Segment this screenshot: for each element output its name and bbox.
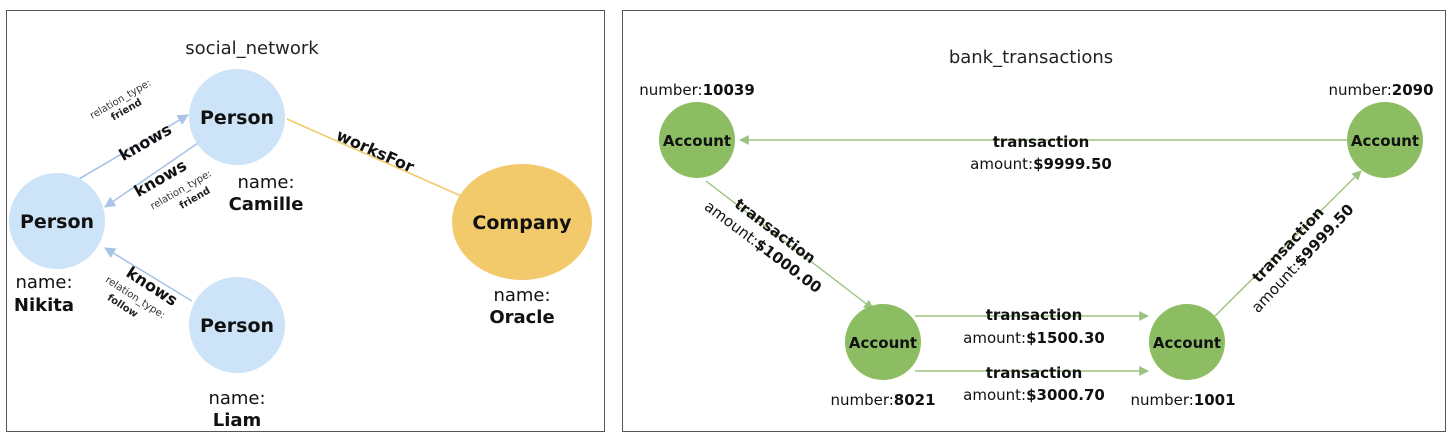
amount-value: $3000.70 bbox=[1026, 386, 1105, 404]
node-number: number:2090 bbox=[1328, 81, 1433, 99]
edge-camille-oracle bbox=[286, 118, 479, 205]
edge-label: worksFor bbox=[333, 125, 417, 176]
edge-label-group: transaction amount:$3000.70 bbox=[963, 364, 1105, 404]
edge-label-group: transaction amount:$9999.50 bbox=[970, 133, 1112, 173]
node-type-label: Account bbox=[1153, 334, 1221, 352]
node-prop-value: Camille bbox=[229, 194, 304, 215]
edge-label: transaction bbox=[993, 133, 1090, 151]
node-type-label: Account bbox=[849, 334, 917, 352]
amount-key: amount: bbox=[963, 386, 1026, 404]
diagram-title: bank_transactions bbox=[949, 47, 1113, 68]
edge-label-group: knows relation_type: friend bbox=[131, 156, 214, 213]
number-key: number: bbox=[639, 81, 702, 99]
social-network-panel: social_network relation_type: friend kno… bbox=[6, 10, 605, 432]
node-prop-value: Oracle bbox=[489, 307, 554, 328]
node-prop-key: name: bbox=[237, 172, 294, 193]
edge-label: knows bbox=[116, 120, 175, 165]
node-account-2090[interactable]: Account bbox=[1347, 102, 1423, 178]
node-type-label: Person bbox=[200, 315, 274, 337]
node-number: number:1001 bbox=[1130, 391, 1235, 409]
node-nikita[interactable]: Person bbox=[9, 173, 105, 269]
node-account-1001[interactable]: Account bbox=[1149, 304, 1225, 380]
number-key: number: bbox=[1130, 391, 1193, 409]
amount-key: amount: bbox=[963, 329, 1026, 347]
node-account-10039[interactable]: Account bbox=[659, 102, 735, 178]
amount-value: $9999.50 bbox=[1033, 155, 1112, 173]
amount-value: $1500.30 bbox=[1026, 329, 1105, 347]
node-type-label: Account bbox=[663, 132, 731, 150]
number-value: 10039 bbox=[703, 81, 755, 99]
edge-label-group: transaction amount:$1500.30 bbox=[963, 306, 1105, 347]
edge-1001-2090 bbox=[1214, 170, 1362, 317]
edge-camille-nikita bbox=[104, 140, 202, 208]
number-value: 2090 bbox=[1392, 81, 1434, 99]
node-account-8021[interactable]: Account bbox=[845, 304, 921, 380]
node-type-label: Person bbox=[20, 211, 94, 233]
node-camille[interactable]: Person bbox=[189, 69, 285, 165]
node-prop-value: Liam bbox=[213, 410, 262, 431]
node-type-label: Account bbox=[1351, 132, 1419, 150]
edge-label: transaction bbox=[986, 306, 1083, 324]
node-type-label: Person bbox=[200, 107, 274, 129]
node-type-label: Company bbox=[472, 212, 572, 234]
edge-label-group: transaction amount:$1000.00 bbox=[701, 195, 825, 297]
amount-key: amount: bbox=[970, 155, 1033, 173]
node-prop-key: name: bbox=[15, 272, 72, 293]
node-prop-value: Nikita bbox=[14, 295, 74, 316]
edge-amount: amount:$1500.30 bbox=[963, 329, 1105, 347]
edge-label: transaction bbox=[986, 364, 1083, 382]
node-number: number:8021 bbox=[830, 391, 935, 409]
node-prop-key: name: bbox=[208, 388, 265, 409]
number-value: 8021 bbox=[894, 391, 936, 409]
edge-amount: amount:$3000.70 bbox=[963, 386, 1105, 404]
edge-10039-8021 bbox=[705, 180, 874, 310]
edge-label-group: worksFor bbox=[333, 125, 417, 176]
edge-amount: amount:$9999.50 bbox=[970, 155, 1112, 173]
number-key: number: bbox=[1328, 81, 1391, 99]
number-key: number: bbox=[830, 391, 893, 409]
node-prop-key: name: bbox=[493, 285, 550, 306]
diagram-title: social_network bbox=[185, 38, 319, 59]
number-value: 1001 bbox=[1194, 391, 1236, 409]
edge-label-group: knows relation_type: follow bbox=[103, 263, 181, 322]
edge-label-group: transaction amount:$9999.50 bbox=[1248, 200, 1358, 316]
node-oracle[interactable]: Company bbox=[452, 164, 592, 280]
bank-transactions-panel: bank_transactions transaction amount:$99… bbox=[622, 10, 1446, 432]
edge-nikita-camille bbox=[78, 114, 189, 180]
edge-liam-nikita bbox=[104, 247, 193, 302]
edge-label-group: relation_type: friend knows bbox=[88, 78, 175, 165]
node-liam[interactable]: Person bbox=[189, 277, 285, 373]
node-number: number:10039 bbox=[639, 81, 755, 99]
social-network-diagram: social_network relation_type: friend kno… bbox=[9, 38, 592, 431]
bank-transactions-diagram: bank_transactions transaction amount:$99… bbox=[639, 47, 1433, 409]
